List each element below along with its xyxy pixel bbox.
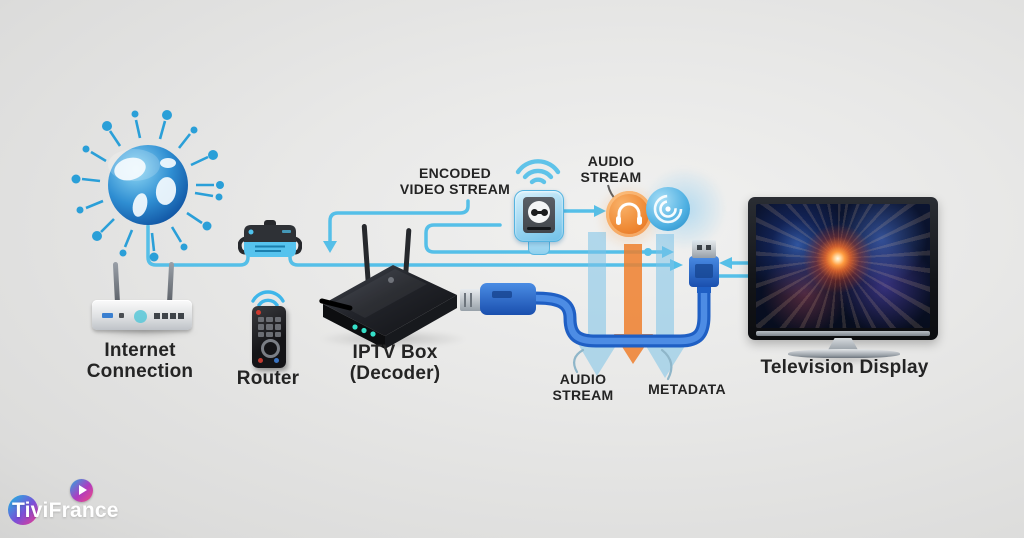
- television-label: Television Display: [760, 357, 929, 378]
- audio-stream-bottom-label: AUDIO STREAM: [552, 371, 614, 403]
- decoder-lens-bridge: [535, 211, 543, 214]
- tv-bezel-strip: [756, 331, 930, 336]
- metadata-label: METADATA: [648, 381, 726, 397]
- modem-port-1: [154, 313, 160, 319]
- remote-buttons: [258, 317, 281, 337]
- remote-blue-button: [274, 358, 279, 363]
- decoder-bar: [527, 226, 551, 230]
- audio-bottom-pointer: [572, 348, 585, 374]
- encoded-video-stream-label: ENCODED VIDEO STREAM: [399, 165, 511, 197]
- modem-icon: [92, 256, 192, 331]
- remote-power-button: [256, 310, 261, 315]
- metadata-pointer: [660, 348, 673, 381]
- play-button-icon: [70, 479, 93, 502]
- metadata-arrow-blue-right: [646, 234, 685, 378]
- hdmi-cable-outer: [527, 279, 711, 348]
- globe-network-icon: [71, 110, 224, 262]
- tv-arrowhead-left: [719, 257, 732, 269]
- modem-usb-port: [102, 313, 113, 318]
- decoder-lens-dot-left: [530, 209, 538, 216]
- remote-nav-ring: [261, 339, 280, 358]
- usb-plug-left: [460, 283, 536, 315]
- iptv-box-label: IPTV Box (Decoder): [349, 342, 441, 385]
- tv-shadow: [786, 354, 902, 364]
- set-top-box-icon: [319, 224, 457, 349]
- remote-icon: [252, 306, 286, 368]
- modem-led: [134, 310, 147, 323]
- encoded-arrowhead-down: [323, 241, 337, 253]
- tv-stand-neck: [828, 338, 858, 350]
- globe-continents: [114, 157, 177, 217]
- router-label: Router: [236, 368, 300, 389]
- decoder-lens-dot-right: [540, 209, 548, 216]
- mini-router-icon: [238, 220, 302, 257]
- remote-red-button: [258, 358, 263, 363]
- decoder-chip-icon: [514, 190, 564, 242]
- wire-encoded-video: [328, 199, 470, 243]
- bus-node-dot: [644, 248, 652, 256]
- audio-stream-arrow-orange: [614, 244, 653, 364]
- remote-shadow: [250, 364, 292, 372]
- logo-gradient-circle: [8, 495, 38, 525]
- decoder-lens: [528, 201, 550, 223]
- usb-plug-right: [689, 240, 719, 293]
- network-spokes: [71, 110, 224, 262]
- modem-port-3: [170, 313, 176, 319]
- internet-label: Internet Connection: [86, 340, 194, 383]
- audio-stream-arrow-blue-left: [578, 232, 617, 376]
- audio-stream-top-label: AUDIO STREAM: [580, 153, 642, 185]
- headphones-icon: [606, 191, 652, 237]
- modem-port-dot: [119, 313, 124, 318]
- logo-text: TiviFrance: [12, 499, 119, 522]
- modem-body: [92, 300, 192, 330]
- tv-icon: [748, 197, 938, 340]
- hdmi-cable-inner: [530, 282, 708, 345]
- audio-target-icon: [646, 187, 690, 231]
- wire-decoder-bus: [424, 209, 752, 278]
- wifi-icon-decoder: [515, 159, 561, 185]
- decoder-arrowhead-right: [594, 205, 606, 217]
- modem-port-4: [178, 313, 184, 319]
- tv-screen: [756, 204, 930, 328]
- decoder-screen: [523, 197, 555, 233]
- modem-port-2: [162, 313, 168, 319]
- tv-stand-base: [788, 349, 900, 358]
- wire-internet-to-router: [146, 224, 672, 267]
